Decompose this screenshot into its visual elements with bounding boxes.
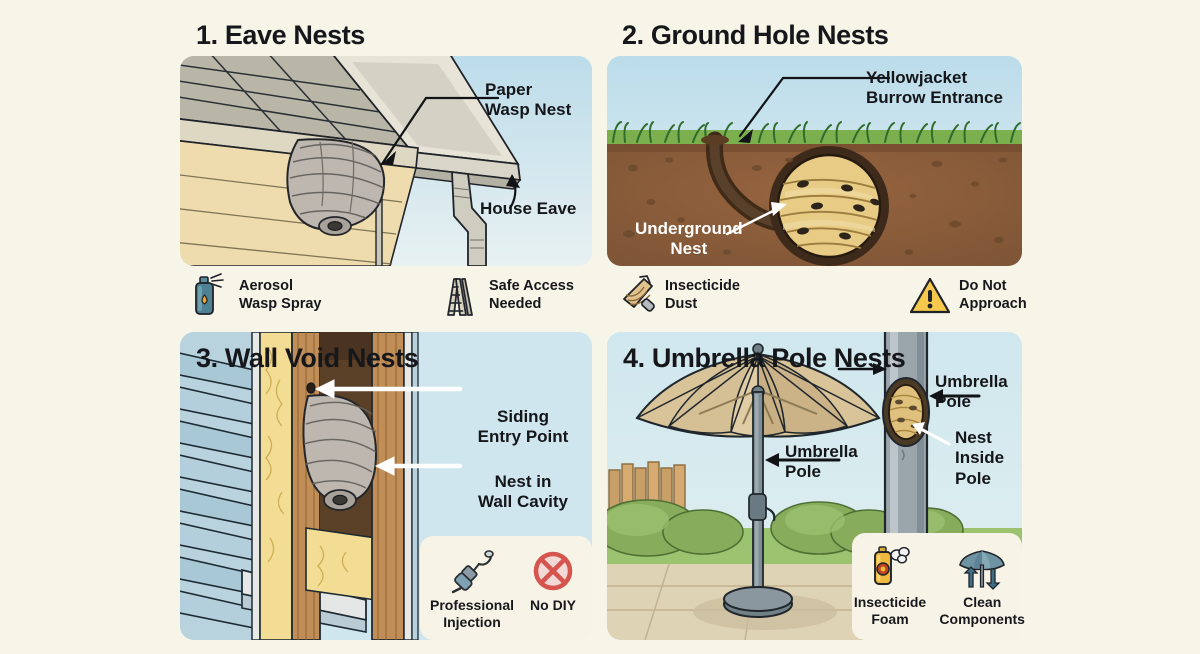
callout-nest-inside-pole: Nest Inside Pole [955,428,1005,488]
aerosol-spray-can-icon [188,273,232,319]
footer-label: Insecticide Dust [665,278,740,312]
footer-label: No DIY [530,597,576,613]
footer-label: Safe Access Needed [489,278,574,312]
footer-item-insecticide-dust: Insecticide Dust [614,273,740,319]
footer-item-insecticide-foam: Insecticide Foam [854,545,926,627]
callout-umbrella-pole-detail: Umbrella Pole [935,372,1008,412]
panel-footer-card-umbrella-pole: Insecticide Foam Clean Components [852,533,1025,640]
footer-item-clean-components: Clean Components [939,545,1025,627]
panel-image-eave-nests: Paper Wasp Nest House Eave [180,56,592,266]
patio-umbrella-graphic [635,343,881,618]
callout-nest-in-wall-cavity: Nest in Wall Cavity [477,472,569,512]
panel-footer-card-wall-void: Professional Injection No DIY [420,536,592,640]
step-ladder-icon [438,273,482,319]
ground-nest-illustration [607,56,1022,266]
footer-item-do-not-approach: Do Not Approach [908,273,1027,319]
panel-image-ground-hole-nests: Yellowjacket Burrow Entrance Underground… [607,56,1022,266]
footer-label: Professional Injection [429,597,515,630]
callout-siding-entry-point: Siding Entry Point [477,407,569,447]
no-diy-prohibited-icon [528,548,578,594]
callout-house-eave: House Eave [480,199,577,218]
panel-image-umbrella-pole-nests: 4. Umbrella Pole Nests Umbrella Pole Nes… [607,332,1022,640]
panel-title-ground-hole-nests: 2. Ground Hole Nests [622,20,889,50]
callout-underground-nest: Underground Nest [635,219,743,259]
warning-triangle-icon [908,273,952,319]
footer-label: Insecticide Foam [853,594,927,627]
paper-wasp-nest-graphic [286,138,386,236]
footer-item-professional-injection: Professional Injection [430,548,514,630]
footer-item-safe-access: Safe Access Needed [438,273,574,319]
umbrella-pole-illustration [607,332,1022,640]
eave-nest-illustration [180,56,592,266]
panel-title-wall-void-nests: 3. Wall Void Nests [196,343,419,373]
injection-tool-icon [447,548,497,594]
callout-umbrella-pole-main: Umbrella Pole [785,442,858,482]
clean-components-umbrella-icon [957,545,1007,591]
footer-item-aerosol-wasp-spray: Aerosol Wasp Spray [188,273,321,319]
panel-title-eave-nests: 1. Eave Nests [196,20,365,50]
footer-label: Aerosol Wasp Spray [239,278,322,312]
insecticide-foam-can-icon [865,545,915,591]
insecticide-duster-icon [614,273,658,319]
footer-item-no-diy: No DIY [528,548,578,614]
callout-paper-wasp-nest: Paper Wasp Nest [485,80,572,120]
footer-label: Do Not Approach [959,278,1027,312]
callout-yellowjacket-burrow-entrance: Yellowjacket Burrow Entrance [866,68,1003,108]
wall-cavity-nest-graphic [302,394,378,511]
footer-label: Clean Components [939,594,1025,627]
panel-title-umbrella-pole-nests: 4. Umbrella Pole Nests [623,343,906,373]
